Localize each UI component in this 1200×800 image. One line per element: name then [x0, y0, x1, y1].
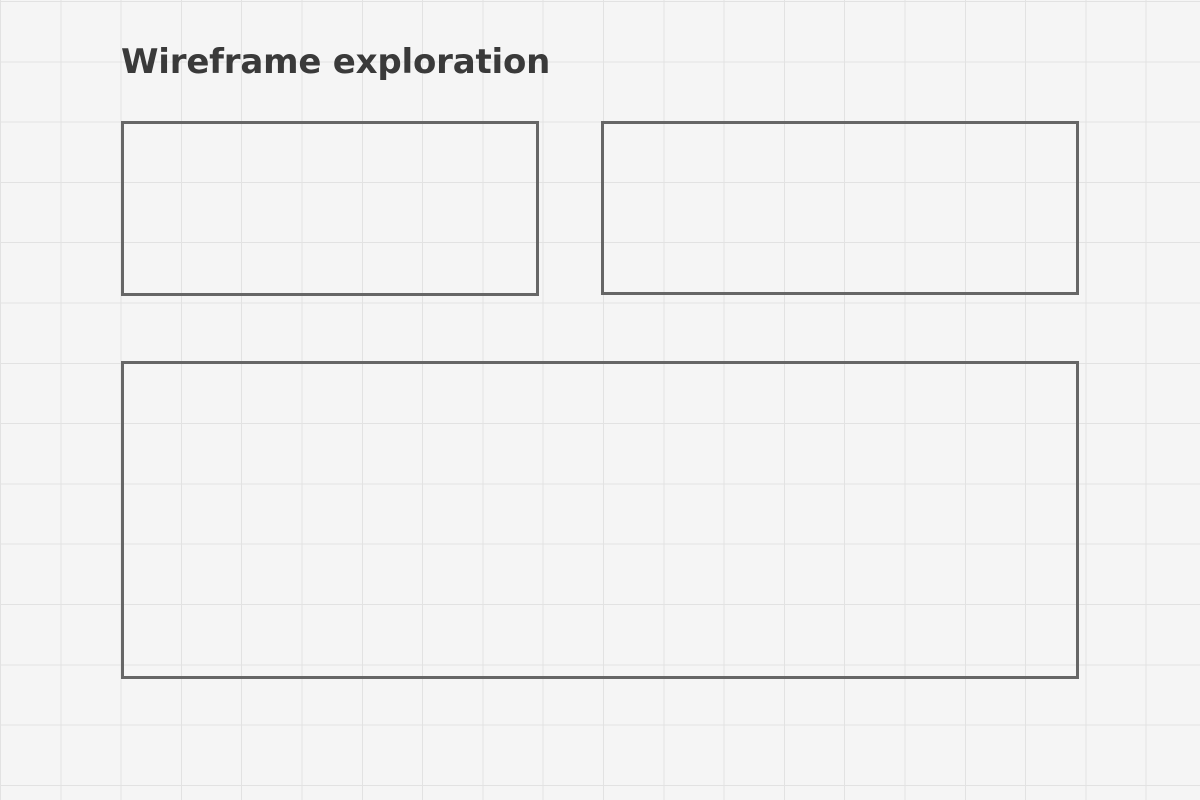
wireframe-rect-main[interactable] [121, 361, 1079, 679]
wireframe-rect-top-right[interactable] [601, 121, 1079, 295]
page-title: Wireframe exploration [121, 42, 551, 82]
wireframe-rect-top-left[interactable] [121, 121, 539, 296]
